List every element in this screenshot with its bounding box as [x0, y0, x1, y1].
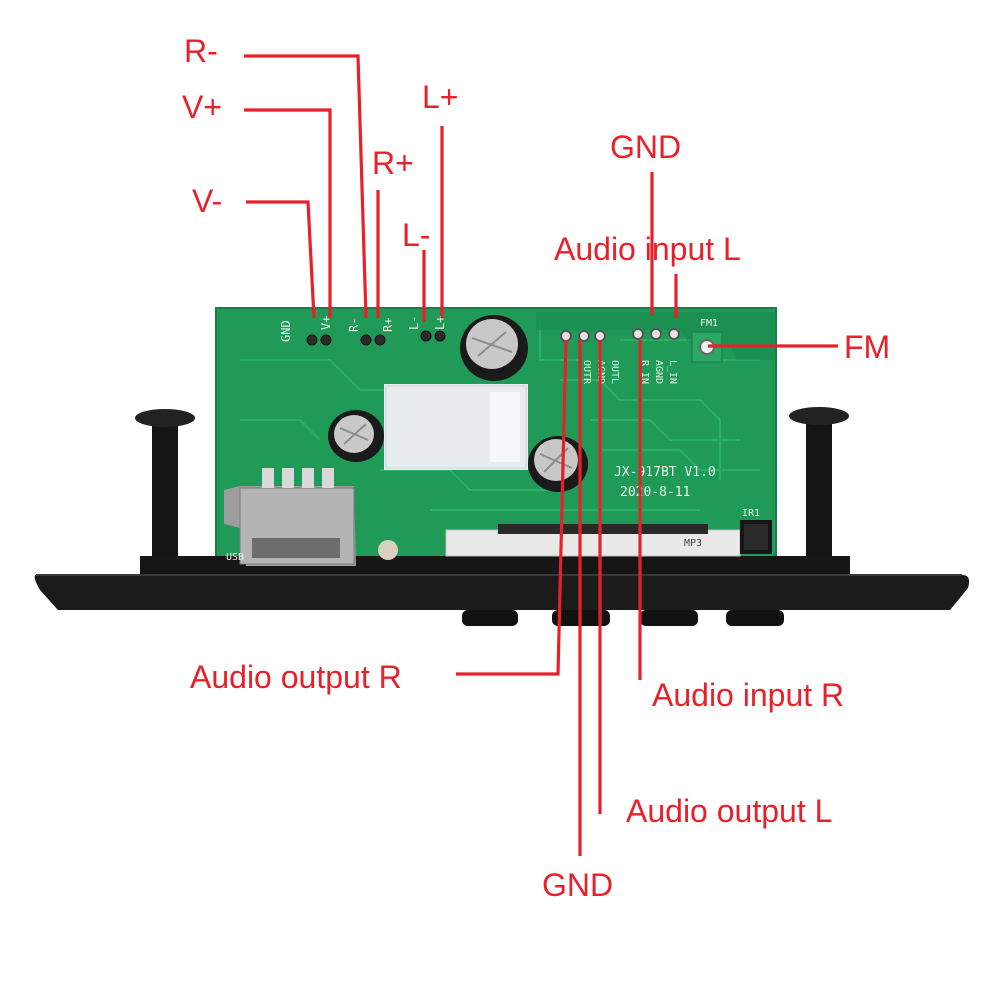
leader-audio-output-r: [456, 339, 568, 676]
ribbon-connector: [445, 524, 741, 557]
silk-date: 2020-8-11: [620, 485, 690, 500]
bluetooth-chip-module: [384, 384, 528, 470]
silk-model: JX-917BT V1.0: [614, 465, 716, 480]
silk-r-in: R_IN: [639, 360, 650, 384]
silk-usb: USB: [226, 552, 244, 563]
label-audio-input-r: Audio input R: [652, 677, 844, 713]
label-r-minus: R-: [184, 33, 218, 69]
label-l-minus: L-: [402, 217, 430, 253]
usb-port: [224, 468, 356, 566]
label-v-plus: V+: [182, 89, 222, 125]
power-speaker-pins: [306, 330, 446, 346]
silk-l-plus: L+: [433, 316, 447, 330]
leader-v-minus: [246, 200, 316, 319]
capacitor-top: [460, 315, 528, 381]
mounting-post-left: [135, 409, 195, 572]
label-gnd-top: GND: [610, 129, 681, 165]
callout-labels: R- V+ V- R+ L- L+ GND Audio input L FM A…: [182, 33, 890, 903]
label-audio-input-l: Audio input L: [554, 231, 741, 267]
mounting-post-right: [789, 407, 849, 572]
silk-out-r: OUTR: [581, 360, 592, 385]
silk-fm1: FM1: [700, 318, 718, 329]
module-illustration: GND V+ R- R+ L- L+ OUTR AGND OUTL R_IN A…: [34, 307, 970, 626]
label-l-plus: L+: [422, 79, 458, 115]
silk-out-l: OUTL: [609, 360, 620, 384]
silk-r-minus: R-: [347, 318, 361, 332]
leader-v-plus: [244, 108, 332, 318]
label-audio-output-r: Audio output R: [190, 659, 402, 695]
label-v-minus: V-: [192, 183, 222, 219]
leader-r-minus: [244, 54, 368, 319]
label-gnd-bottom: GND: [542, 867, 613, 903]
label-r-plus: R+: [372, 145, 414, 181]
ir-receiver: [740, 520, 772, 554]
silk-mp3: MP3: [684, 538, 702, 549]
microphone-component: [378, 540, 398, 560]
leader-lines: [244, 54, 838, 856]
front-panel: [34, 556, 970, 626]
capacitor-middle: [328, 410, 384, 462]
silk-gnd: GND: [279, 320, 293, 342]
silk-r-plus: R+: [381, 318, 395, 332]
silk-ir: IR1: [742, 508, 760, 519]
fm-antenna-pad: [691, 331, 723, 363]
audio-pads: [560, 328, 680, 342]
silk-agnd-right: AGND: [653, 360, 664, 384]
silk-v-plus: V+: [319, 316, 333, 330]
silk-l-minus: L-: [407, 316, 421, 330]
capacitor-lower: [528, 436, 588, 492]
label-fm: FM: [844, 329, 890, 365]
silk-l-in: L_IN: [667, 360, 678, 384]
label-audio-output-l: Audio output L: [626, 793, 832, 829]
